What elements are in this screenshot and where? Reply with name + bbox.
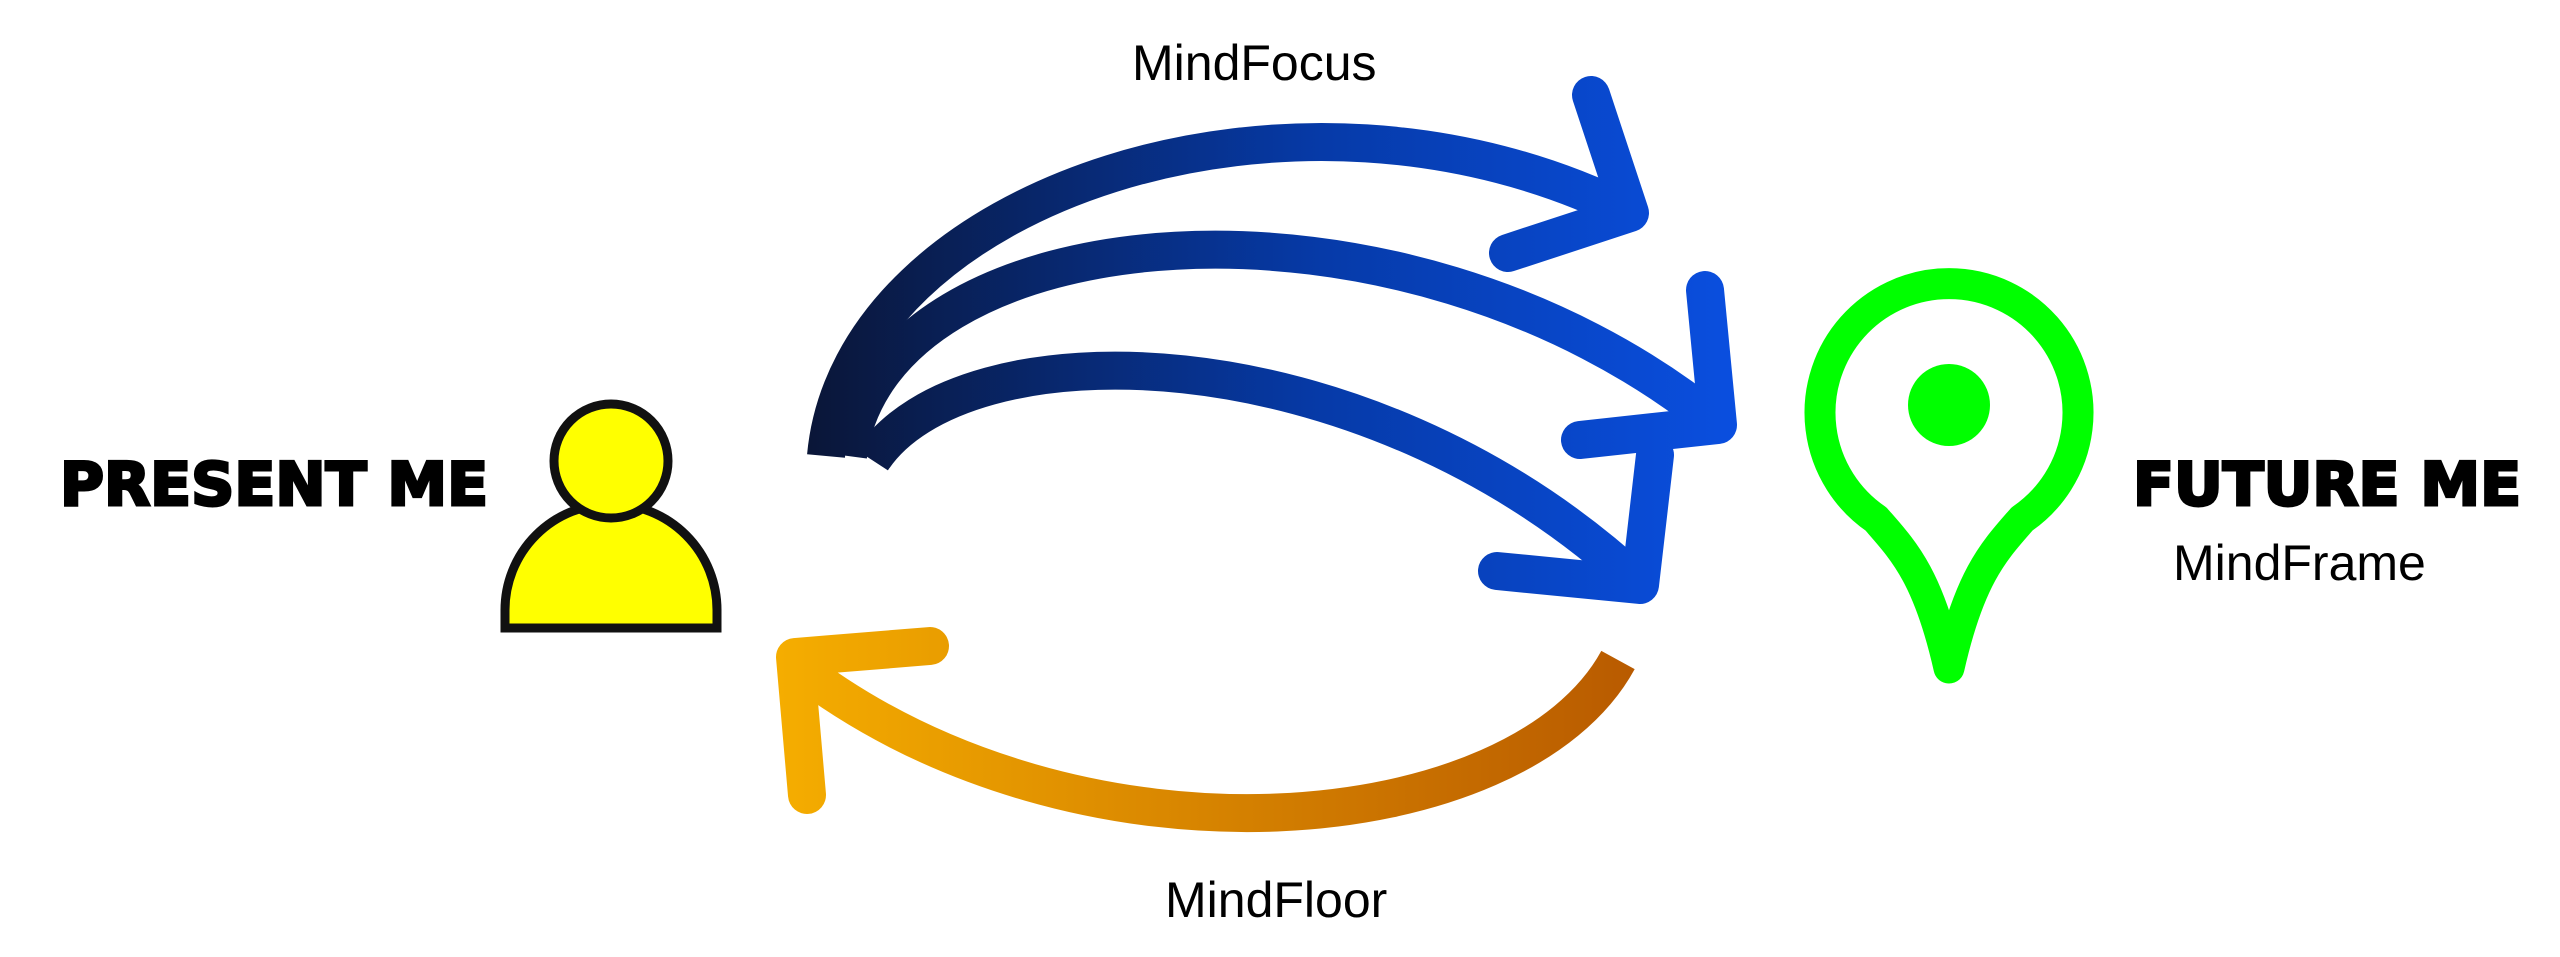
mindfocus-label: MindFocus: [1132, 35, 1377, 91]
forward-arrow-top: [807, 123, 1639, 458]
forward-arrows: [807, 76, 1737, 604]
person-icon: [500, 399, 722, 633]
mindfloor-label: MindFloor: [1165, 872, 1387, 928]
forward-arrow-bottom: [856, 351, 1653, 599]
return-arrow: [776, 627, 1635, 833]
present-me-label: PRESENT ME: [60, 450, 488, 520]
mindframe-label: MindFrame: [2173, 535, 2426, 591]
forward-arrow-middle: [829, 230, 1731, 459]
future-me-label: FUTURE ME: [2133, 450, 2521, 520]
map-pin-icon: [1804, 268, 2094, 684]
